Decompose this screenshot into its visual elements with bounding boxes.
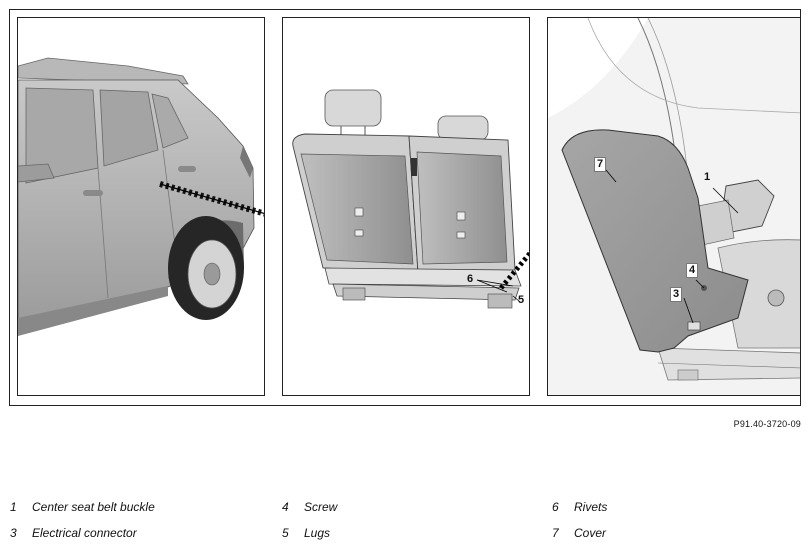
legend-number: 6	[552, 500, 559, 514]
legend-label: Rivets	[574, 500, 608, 514]
legend-label: Electrical connector	[32, 526, 137, 540]
legend-number: 1	[10, 500, 17, 514]
legend-label: Lugs	[304, 526, 331, 540]
callout-5: 5	[518, 294, 525, 306]
legend-item-7: 7 Cover	[552, 526, 606, 540]
legend: 1 Center seat belt buckle 3 Electrical con…	[0, 500, 811, 545]
vehicle-panel	[17, 17, 265, 396]
figure-code: P91.40-3720-09	[733, 419, 801, 429]
legend-item-3: 3 Electrical connector	[10, 526, 137, 540]
legend-item-5: 5 Lugs	[282, 526, 330, 540]
legend-number: 3	[10, 526, 17, 540]
legend-item-4: 4 Screw	[282, 500, 337, 514]
callout-7: 7	[594, 157, 607, 172]
vehicle-illustration	[18, 57, 264, 336]
legend-label: Screw	[304, 500, 338, 514]
cover-detail-illustration	[548, 18, 800, 395]
seat-panel: 6 5	[282, 17, 530, 396]
callout-4: 4	[686, 263, 699, 278]
detail-panel: 7 1 4 3	[547, 17, 801, 396]
legend-label: Cover	[574, 526, 607, 540]
legend-item-6: 6 Rivets	[552, 500, 607, 514]
legend-item-1: 1 Center seat belt buckle	[10, 500, 155, 514]
callout-3: 3	[670, 287, 683, 302]
callout-6: 6	[467, 273, 474, 285]
legend-number: 7	[552, 526, 559, 540]
legend-number: 5	[282, 526, 289, 540]
seat-illustration	[292, 89, 529, 309]
callout-1: 1	[704, 171, 711, 183]
legend-label: Center seat belt buckle	[32, 500, 155, 514]
legend-number: 4	[282, 500, 289, 514]
